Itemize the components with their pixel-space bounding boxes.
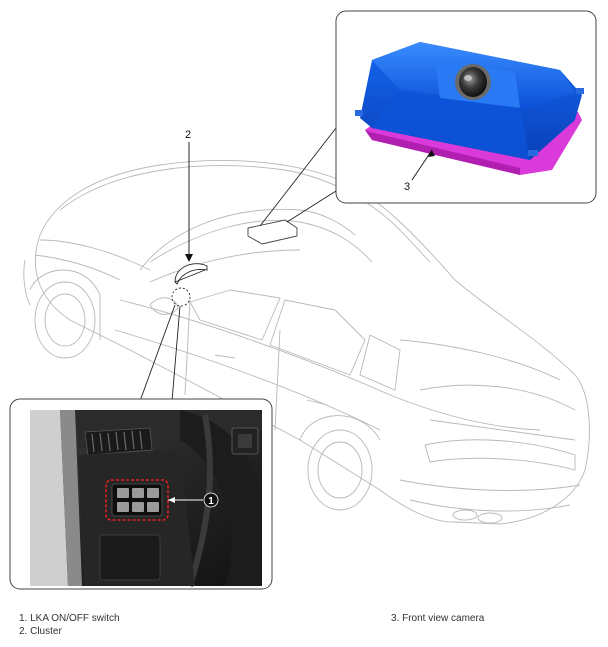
legend-right-column: 3. Front view camera [391, 612, 484, 625]
callout-2-number: 2 [185, 129, 191, 141]
callout-1-number: 1 [208, 496, 214, 507]
switch-zoom-leaders [139, 304, 181, 402]
callout-3-arrowhead [428, 150, 435, 157]
callout-2-arrowhead [185, 254, 193, 262]
camera-location-marker [247, 219, 298, 245]
lka-switch-photo [30, 410, 262, 587]
legend-left-column: 1. LKA ON/OFF switch 2. Cluster [19, 612, 120, 638]
legend-item-lka-switch: 1. LKA ON/OFF switch [19, 613, 120, 624]
vehicle-outline [23, 160, 590, 525]
legend-item-cluster: 2. Cluster [19, 626, 62, 637]
camera-zoom-leaders [259, 127, 348, 227]
callout-3-leader [411, 149, 433, 181]
lka-switch-highlight [105, 479, 169, 521]
callout-1-arrowhead [168, 497, 175, 503]
callout-1-badge [203, 492, 219, 508]
callout-3-number: 3 [404, 181, 410, 193]
vehicle-diagram: 3 2 [9, 10, 597, 590]
front-view-camera-image [355, 42, 584, 175]
cluster-marker [174, 263, 208, 285]
lka-switch-location-marker [171, 287, 191, 307]
legend-item-front-view-camera: 3. Front view camera [391, 613, 485, 624]
